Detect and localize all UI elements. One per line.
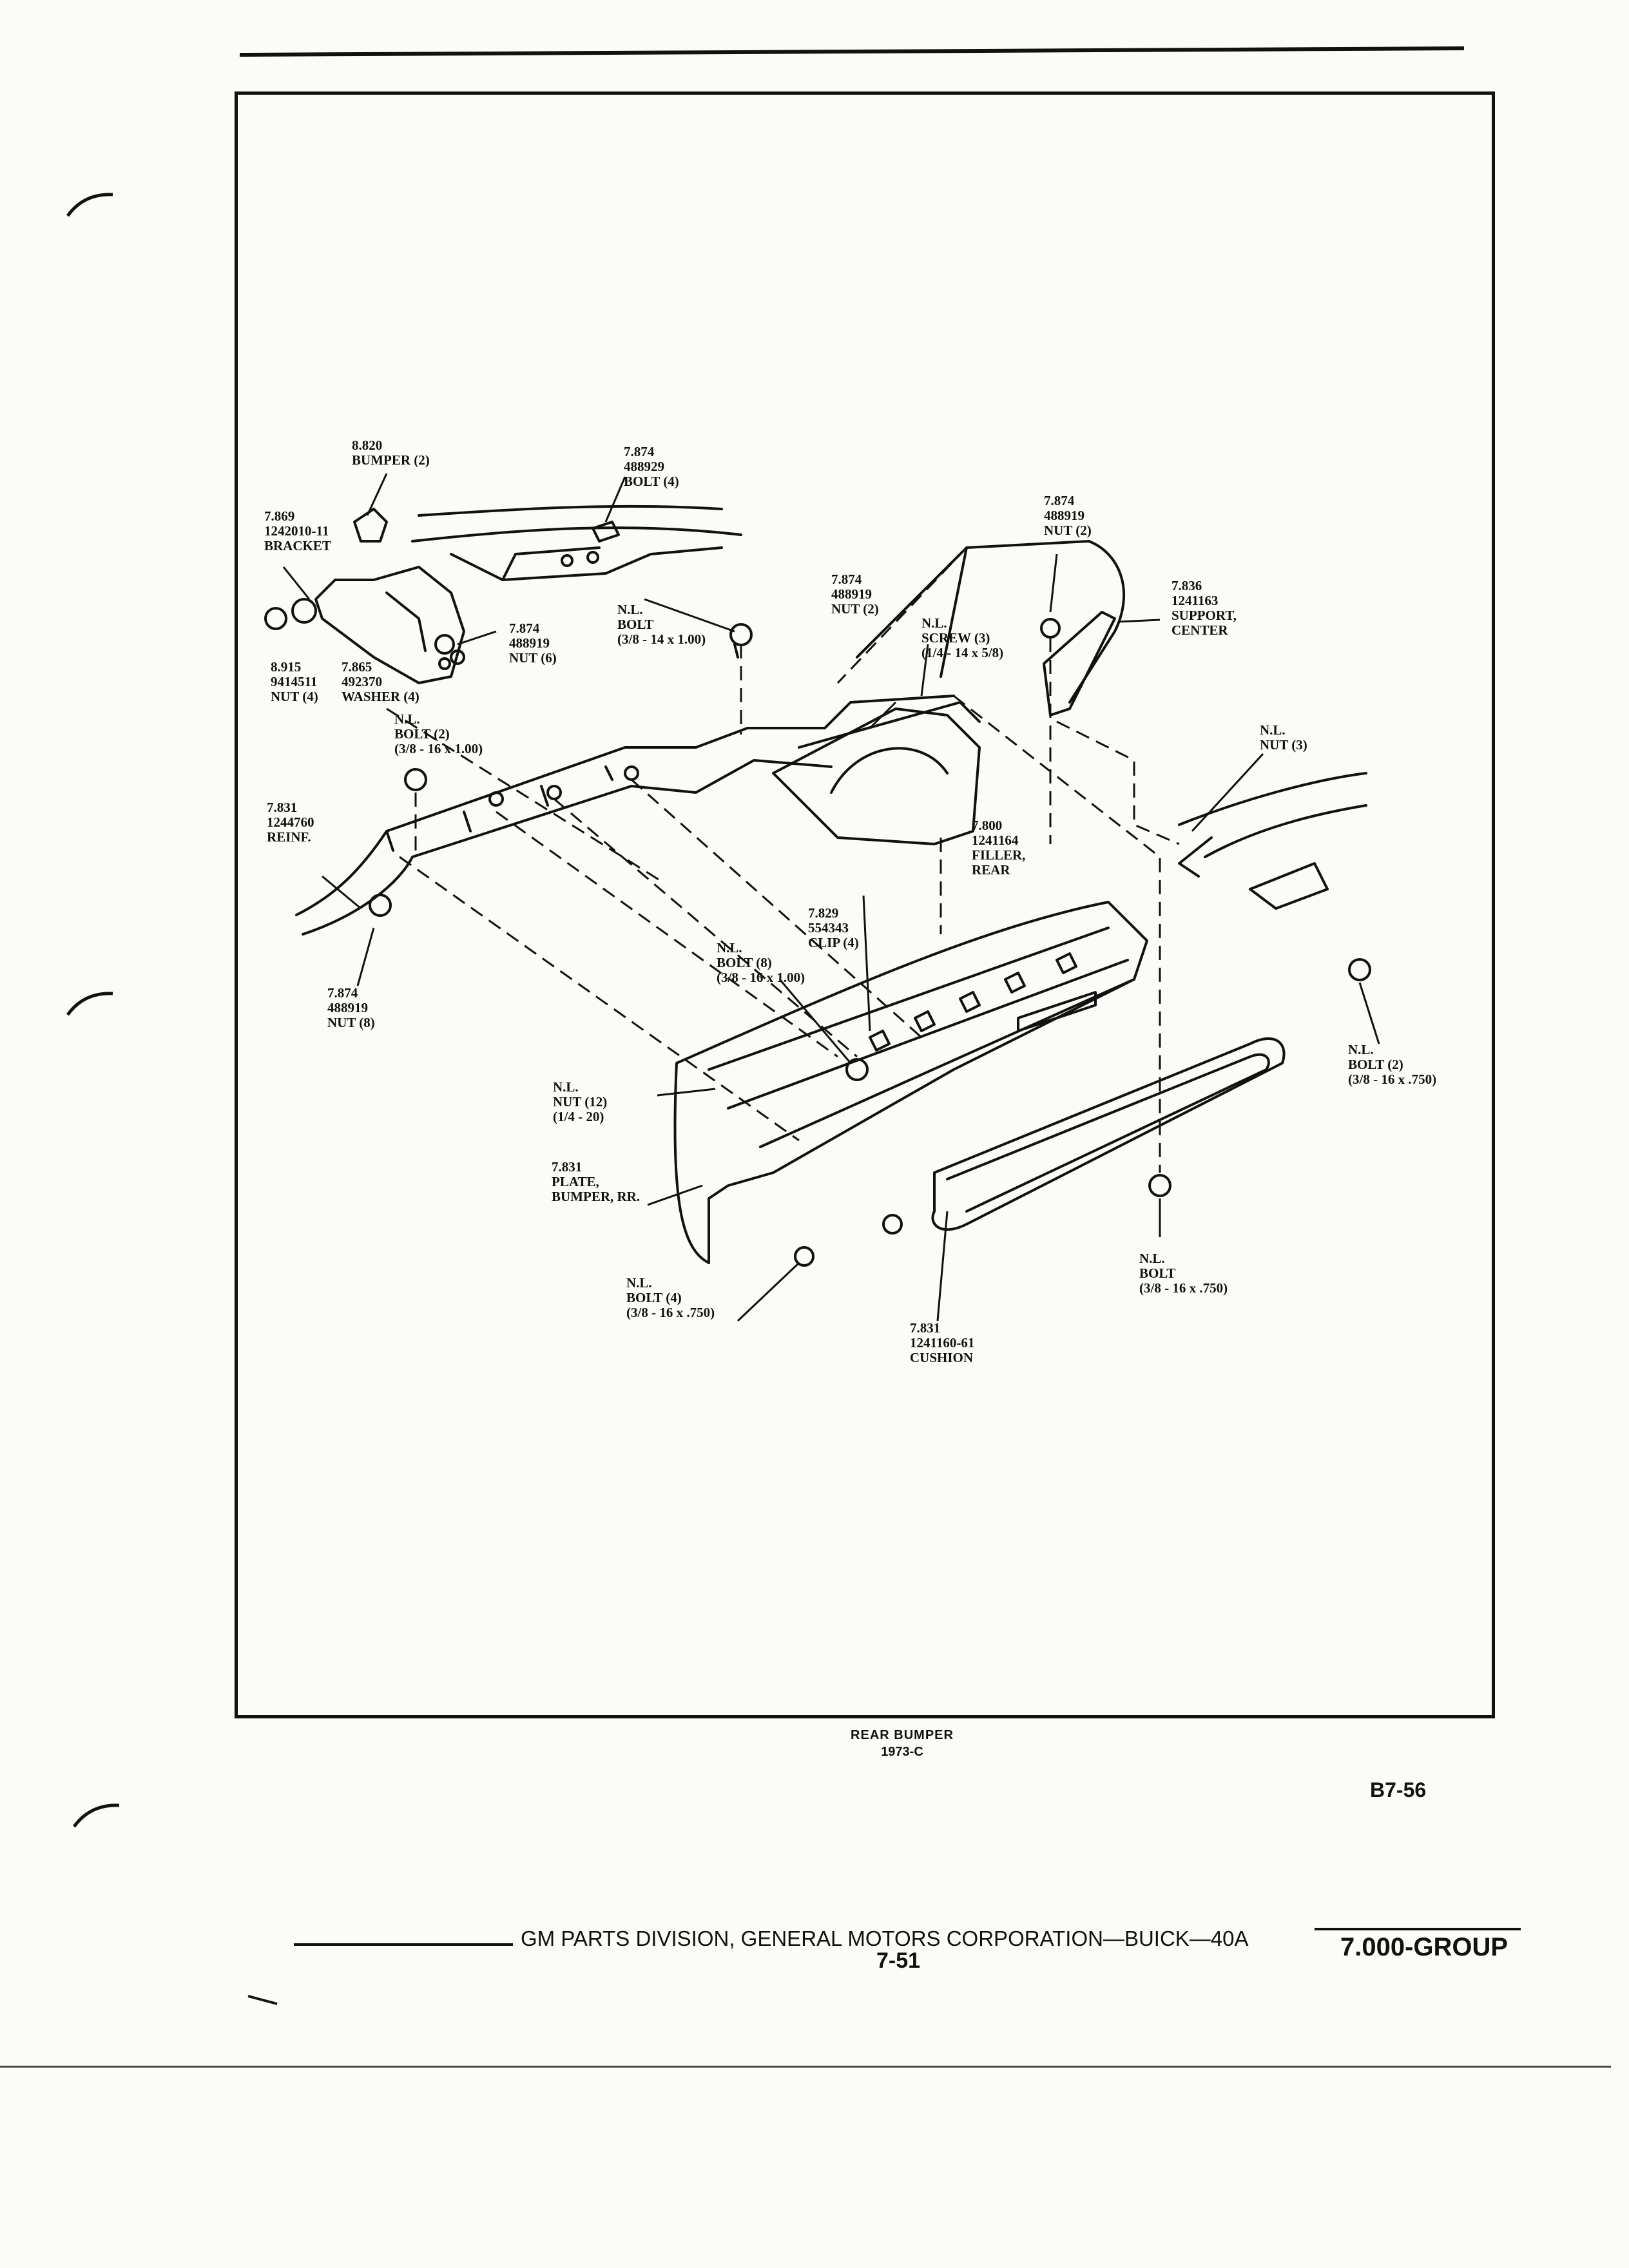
label-cushion-7831: 7.831 1241160-61 CUSHION <box>910 1320 975 1365</box>
label-filler-rear: 7.800 1241164 FILLER, REAR <box>972 818 1026 878</box>
label-support-center: 7.836 1241163 SUPPORT, CENTER <box>1171 578 1237 638</box>
footer-rule-right <box>1315 1928 1521 1930</box>
footer-division: GM PARTS DIVISION, GENERAL MOTORS CORPOR… <box>521 1927 1249 1950</box>
label-reinf-7831: 7.831 1244760 REINF. <box>267 800 314 845</box>
label-nl-bolt-top: N.L. BOLT (3/8 - 14 x 1.00) <box>617 602 706 647</box>
label-clip-7829: 7.829 554343 CLIP (4) <box>808 905 859 950</box>
punch-mark-bottom <box>72 1803 120 1828</box>
stray-mark <box>247 1995 278 2005</box>
footer-rule-left <box>294 1943 513 1946</box>
label-nut-8915: 8.915 9414511 NUT (4) <box>271 659 318 704</box>
label-bolt-488929: 7.874 488929 BOLT (4) <box>624 444 679 489</box>
label-nl-bolt-two: N.L. BOLT (2) (3/8 - 16 x 1.00) <box>394 711 483 756</box>
label-nl-nut-three: N.L. NUT (3) <box>1260 722 1307 753</box>
diagram-frame <box>235 91 1495 1718</box>
label-nl-bolt-eight: N.L. BOLT (8) (3/8 - 16 x 1.00) <box>717 940 805 985</box>
figure-subtitle: 1973-C <box>881 1745 923 1759</box>
footer-group: 7.000-GROUP <box>1340 1933 1509 1961</box>
punch-mark-top <box>66 193 113 217</box>
label-nut-488919-six: 7.874 488919 NUT (6) <box>509 620 557 666</box>
label-bumper-8820: 8.820 BUMPER (2) <box>352 437 430 468</box>
label-nl-bolt-four: N.L. BOLT (4) (3/8 - 16 x .750) <box>626 1275 715 1320</box>
label-washer-7865: 7.865 492370 WASHER (4) <box>342 659 419 704</box>
page-code: B7-56 <box>1370 1778 1427 1802</box>
punch-mark-middle <box>66 992 113 1016</box>
bottom-scan-edge <box>0 2066 1611 2068</box>
label-nl-bolt-bottom: N.L. BOLT (3/8 - 16 x .750) <box>1139 1251 1228 1296</box>
label-plate-bumper: 7.831 PLATE, BUMPER, RR. <box>552 1159 641 1204</box>
label-nut-488919-eight: 7.874 488919 NUT (8) <box>327 985 375 1030</box>
label-nut-488919-mid: 7.874 488919 NUT (2) <box>831 572 879 617</box>
label-nl-screw: N.L. SCREW (3) (1/4 - 14 x 5/8) <box>921 615 1004 660</box>
label-nut-488919-right: 7.874 488919 NUT (2) <box>1044 493 1092 538</box>
label-nl-bolt-right: N.L. BOLT (2) (3/8 - 16 x .750) <box>1348 1042 1437 1087</box>
footer-page-number: 7-51 <box>876 1948 921 1973</box>
figure-title: REAR BUMPER <box>851 1728 954 1742</box>
label-bracket-7869: 7.869 1242010-11 BRACKET <box>264 508 331 553</box>
label-nl-nut-twelve: N.L. NUT (12) (1/4 - 20) <box>553 1079 608 1124</box>
